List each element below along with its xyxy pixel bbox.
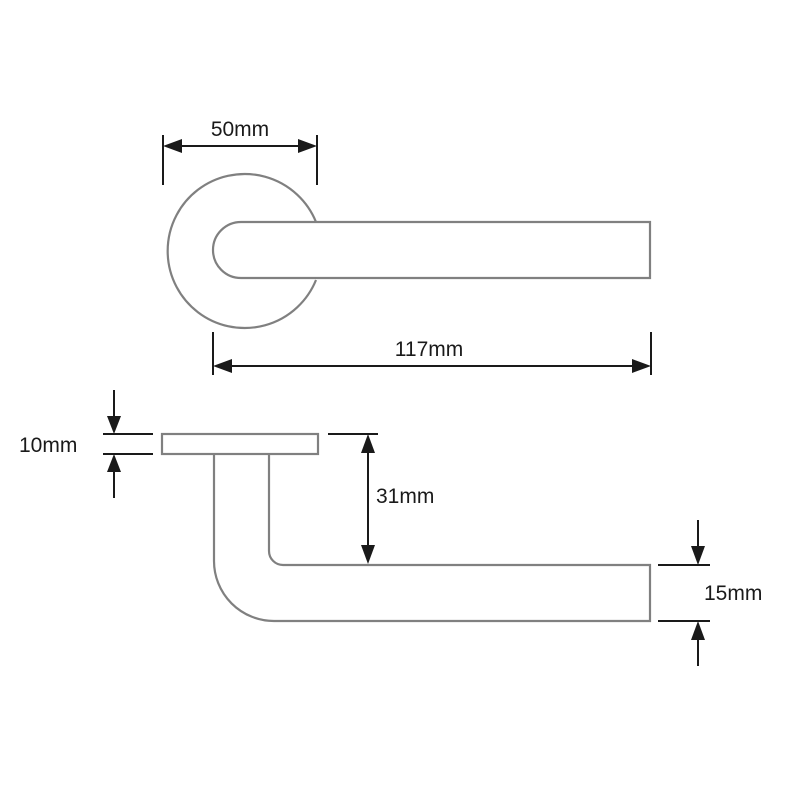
- projection-label: 31mm: [376, 485, 434, 508]
- rose-thickness-dimension: 10mm: [19, 390, 153, 498]
- lever-length-label: 117mm: [395, 338, 463, 361]
- rose-diameter-label: 50mm: [211, 118, 269, 141]
- side-view: [160, 432, 652, 623]
- projection-dimension: 31mm: [328, 433, 434, 564]
- lever-outline-front: [211, 220, 652, 280]
- rose-thickness-label: 10mm: [19, 434, 77, 457]
- lever-length-dimension: 117mm: [212, 332, 652, 375]
- lever-thickness-label: 15mm: [704, 582, 762, 605]
- rose-plate-outline: [160, 432, 320, 456]
- lever-outline-side: [212, 454, 652, 623]
- rose-diameter-dimension: 50mm: [162, 118, 318, 185]
- rose-outline: [166, 172, 318, 330]
- lever-thickness-dimension: 15mm: [658, 520, 762, 666]
- front-view: [166, 172, 652, 330]
